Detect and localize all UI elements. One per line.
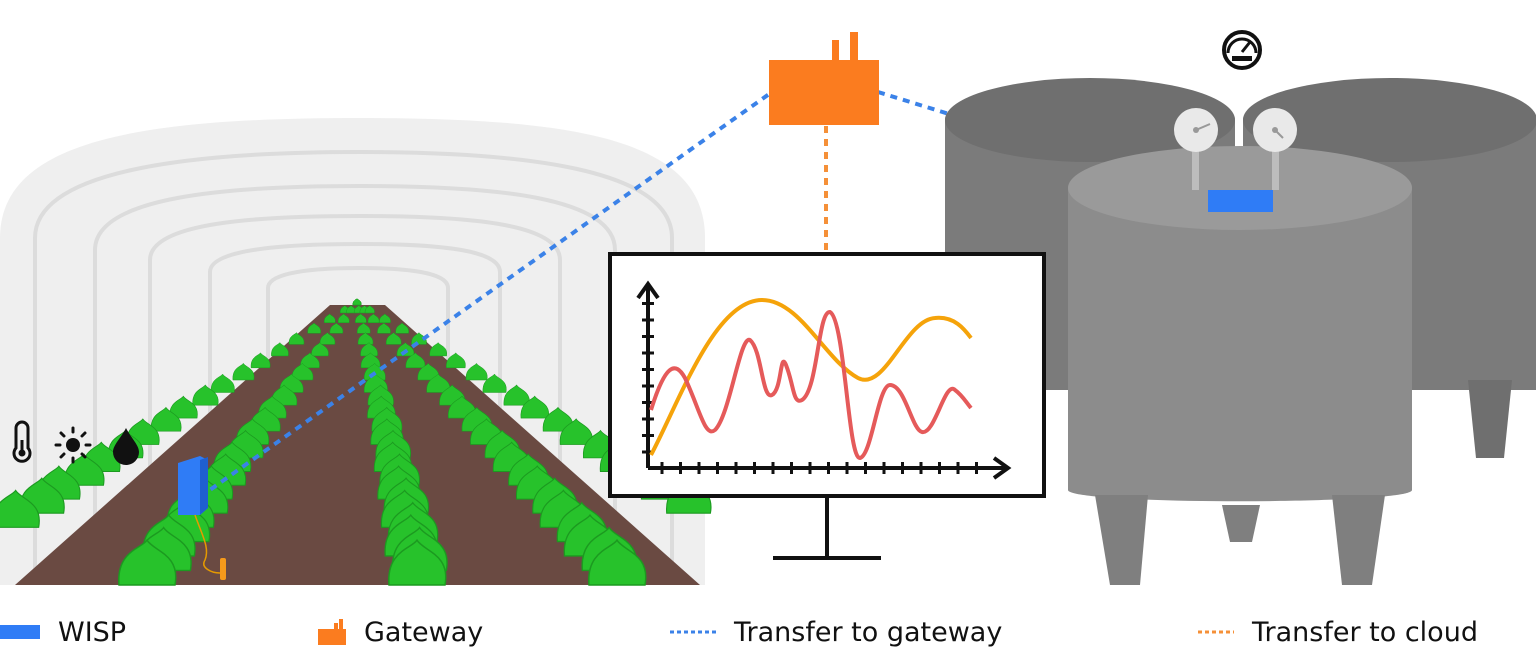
crop-plant (465, 362, 488, 381)
crop-plant (364, 305, 375, 314)
orange-dotted-swatch (1198, 630, 1234, 634)
crop-plant (411, 332, 427, 345)
gateway-device (769, 32, 879, 125)
crop-plant (385, 332, 402, 345)
crop-plant (352, 298, 362, 306)
crop-plant (405, 352, 426, 369)
pressure-gauge-icon (1222, 30, 1262, 70)
crop-plant (426, 373, 451, 393)
crop-plant (482, 373, 507, 393)
gateway-swatch-icon (318, 619, 346, 645)
crop-plant (360, 342, 378, 357)
crop-plant (291, 362, 314, 381)
legend-transfer-cloud: Transfer to cloud (1198, 612, 1478, 652)
crop-plant (356, 322, 371, 334)
crop-plant (311, 342, 329, 357)
sun-icon (54, 426, 92, 464)
crop-plant (503, 384, 530, 406)
thermometer-icon (12, 420, 32, 463)
crop-plant (520, 395, 550, 419)
crop-plant (150, 406, 182, 432)
legend-gateway-label: Gateway (364, 616, 484, 648)
water-drop-icon (113, 428, 139, 465)
crop-plant (288, 332, 305, 345)
chart-y-arrow (636, 280, 660, 300)
crop-plant (271, 384, 298, 406)
crop-plant (395, 322, 409, 334)
crop-plant (0, 489, 40, 528)
crop-plant (355, 313, 367, 324)
monitor-chart (636, 280, 1012, 480)
soil-probe (220, 558, 226, 580)
crop-plant (379, 313, 391, 324)
crop-plant (357, 332, 374, 345)
crop-plant (319, 332, 336, 345)
crop-plant (446, 352, 466, 369)
crop-plant (388, 538, 447, 586)
crop-plant (271, 342, 289, 357)
legend-wisp-label: WISP (58, 616, 127, 648)
crop-plant (367, 384, 394, 406)
blue-dotted-swatch (670, 630, 716, 634)
legend-transfer-cloud-label: Transfer to cloud (1252, 616, 1478, 648)
crop-plant (329, 322, 344, 334)
crop-plant (429, 342, 447, 357)
chart-x-arrow (992, 456, 1012, 480)
crop-plant (377, 322, 391, 334)
crop-plant (250, 352, 271, 369)
crop-plant (367, 313, 380, 324)
crop-plant (118, 538, 177, 586)
field-wisp-sensor (178, 456, 226, 580)
crop-plant (559, 418, 593, 445)
legend-wisp: WISP (0, 612, 126, 652)
crop-plant (307, 322, 321, 334)
crop-plant (169, 395, 198, 419)
crop-plant (300, 352, 320, 369)
tank-wisp-sensor (1208, 190, 1273, 212)
crop-plant (337, 313, 350, 324)
crop-plant (588, 538, 647, 586)
crop-plant (210, 373, 235, 393)
wisp-swatch (0, 625, 40, 639)
crop-plant (232, 362, 255, 381)
legend-gateway: Gateway (318, 612, 483, 652)
series-orange-line (649, 297, 973, 456)
crop-plant (192, 384, 219, 406)
crop-plant (323, 313, 336, 324)
legend-transfer-gateway: Transfer to gateway (670, 612, 1002, 652)
series-red-line (649, 310, 973, 461)
legend-transfer-gateway-label: Transfer to gateway (734, 616, 1003, 648)
